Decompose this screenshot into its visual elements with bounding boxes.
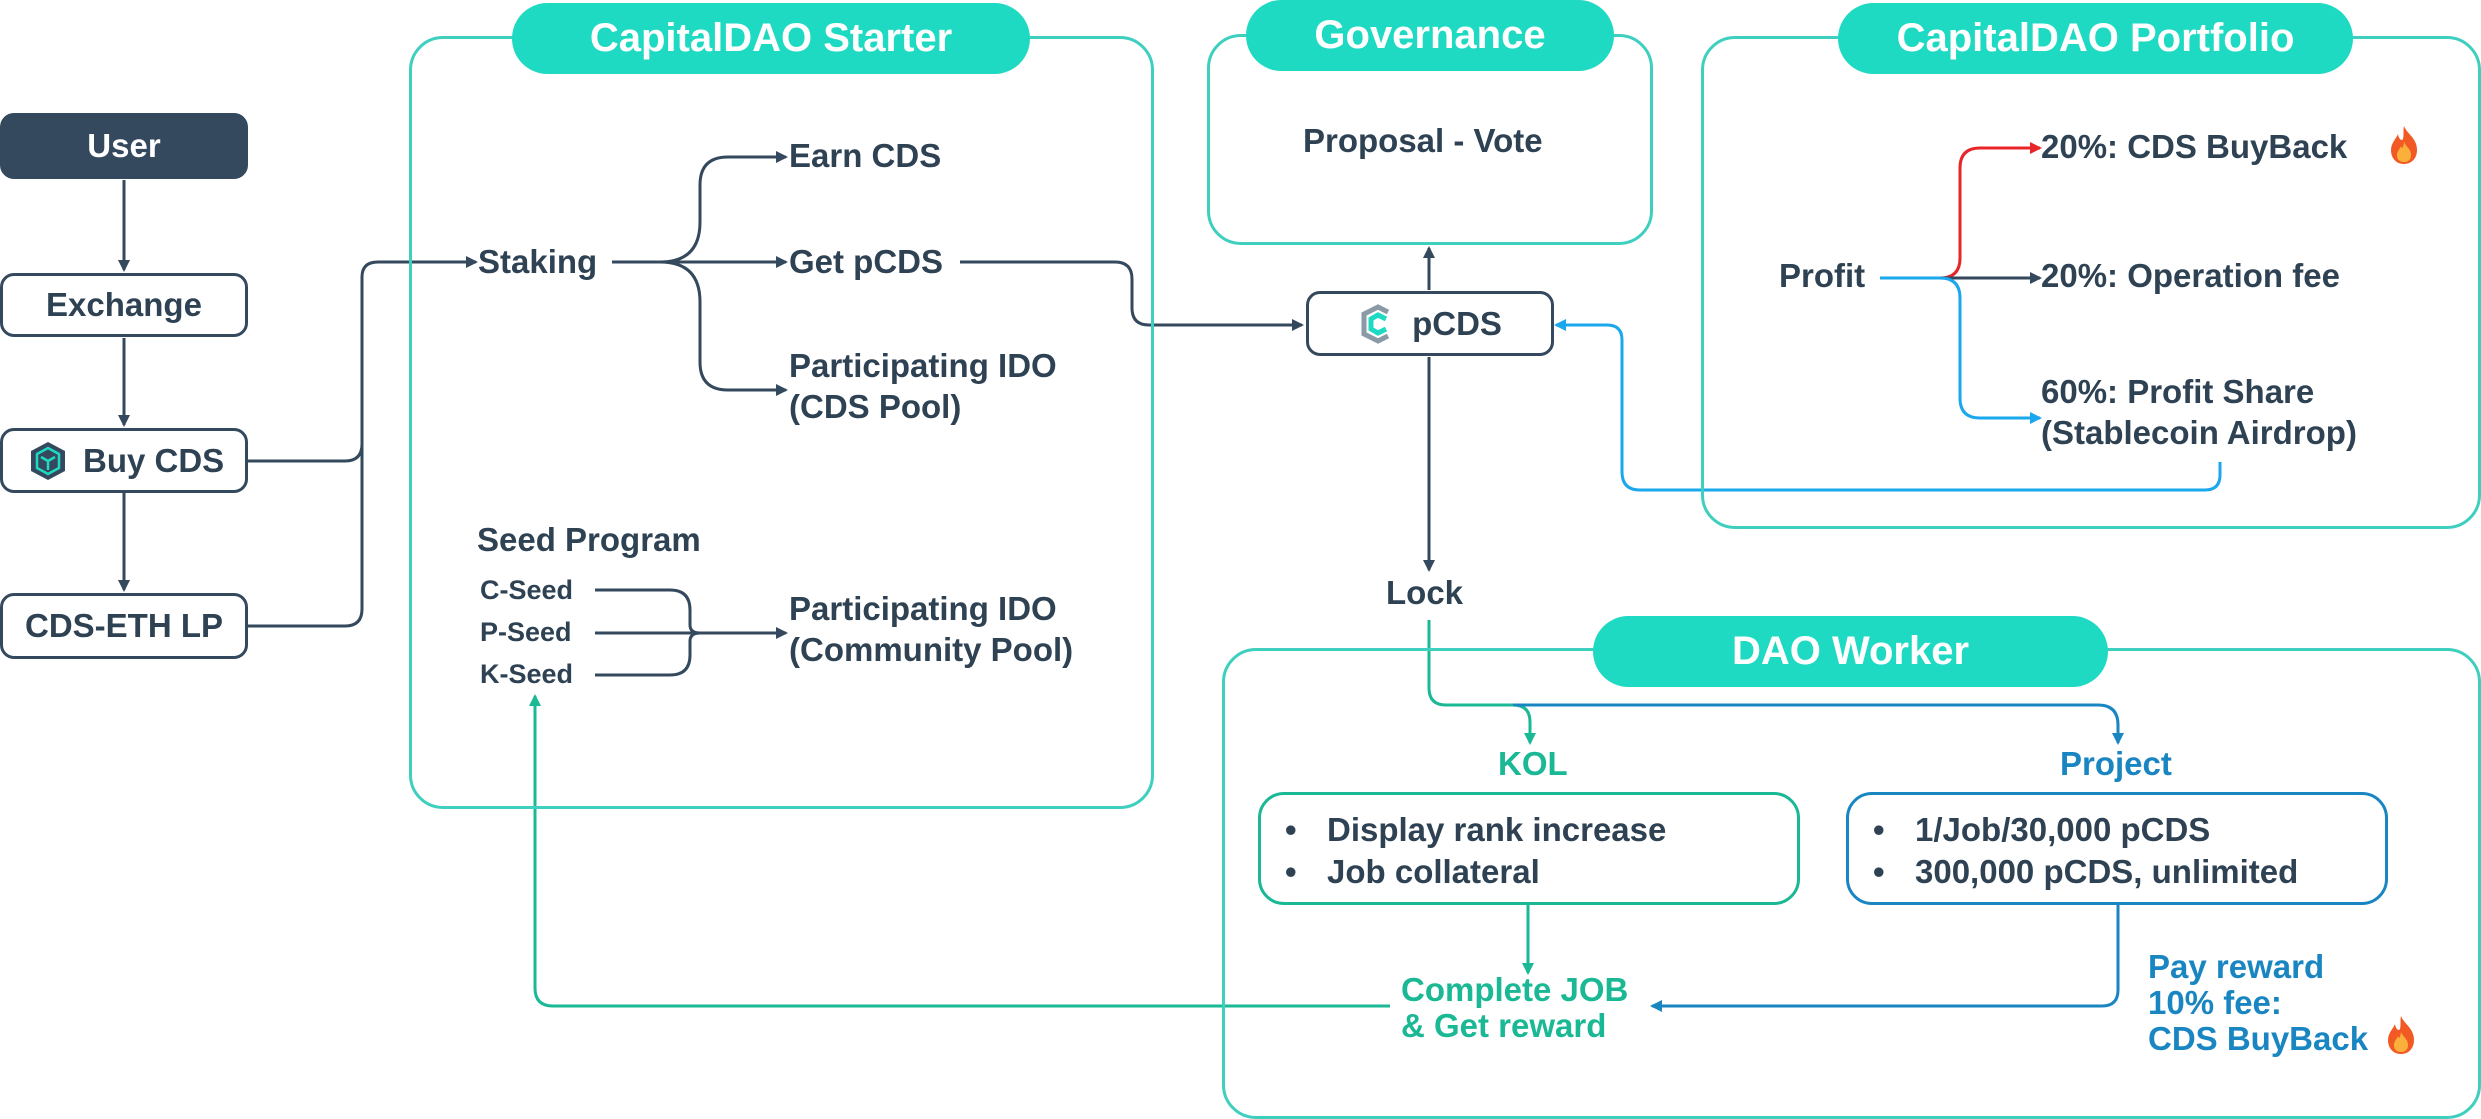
buyback-label: 20%: CDS BuyBack (2041, 128, 2348, 165)
list-item: •Display rank increase (1285, 811, 1667, 848)
arrow-lock-project (1513, 703, 2124, 745)
ido-cds-pool-line1: Participating IDO (789, 347, 1057, 384)
cube-icon (31, 441, 65, 480)
ido-community-line2: (Community Pool) (789, 631, 1074, 668)
arrow-profit-share (1880, 276, 2042, 424)
kol-card: •Display rank increase •Job collateral (1258, 792, 1800, 905)
line-kseed (595, 631, 701, 677)
line-lock-branch (1427, 620, 1513, 707)
project-label: Project (2060, 745, 2172, 782)
earn-cds-label: Earn CDS (789, 137, 942, 174)
project-card: •1/Job/30,000 pCDS •300,000 pCDS, unlimi… (1846, 792, 2388, 905)
starter-title: CapitalDAO Starter (512, 3, 1030, 74)
buy-cds-box: Buy CDS (0, 428, 248, 493)
p-seed-label: P-Seed (480, 617, 572, 647)
staking-label: Staking (478, 243, 598, 280)
complete-job-line2: & Get reward (1401, 1007, 1607, 1044)
arrow-complete-kseed (529, 694, 1390, 1008)
pcds-box: pCDS (1306, 291, 1554, 356)
profit-share-line1: 60%: Profit Share (2041, 373, 2315, 410)
fire-icon (2391, 126, 2417, 164)
portfolio-title: CapitalDAO Portfolio (1838, 3, 2353, 74)
fire-icon (2388, 1016, 2414, 1054)
starter-group (409, 36, 1154, 809)
kol-label: KOL (1498, 745, 1568, 782)
seed-program-label: Seed Program (477, 521, 701, 558)
capitaldao-logo-icon (1361, 303, 1390, 344)
arrow-buy-staking (248, 256, 478, 463)
complete-job-line1: Complete JOB (1401, 971, 1629, 1008)
profit-label: Profit (1779, 257, 1866, 294)
c-seed-label: C-Seed (480, 575, 574, 605)
arrow-getpcds-pcds (960, 260, 1304, 331)
user-box: User (0, 113, 248, 179)
arrow-staking-ido (659, 260, 788, 396)
pay-reward-line3: CDS BuyBack (2148, 1020, 2369, 1057)
list-item: •Job collateral (1285, 853, 1540, 890)
arrow-staking-earn (612, 151, 788, 264)
arrow-airdrop-pcds (1554, 319, 2222, 492)
pcds-label: pCDS (1412, 304, 1502, 342)
list-item: •1/Job/30,000 pCDS (1873, 811, 2211, 848)
exchange-box: Exchange (0, 273, 248, 337)
list-item: •300,000 pCDS, unlimited (1873, 853, 2299, 890)
get-pcds-label: Get pCDS (789, 243, 944, 280)
pay-reward-line1: Pay reward (2148, 948, 2325, 985)
pay-reward-line2: 10% fee: (2148, 984, 2282, 1021)
operation-fee-label: 20%: Operation fee (2041, 257, 2340, 294)
proposal-vote-label: Proposal - Vote (1303, 122, 1543, 159)
k-seed-label: K-Seed (480, 659, 574, 689)
governance-title: Governance (1246, 0, 1614, 71)
line-lp-staking (248, 444, 364, 628)
arrow-project-complete (1650, 905, 2120, 1012)
buy-cds-label: Buy CDS (83, 441, 225, 479)
lock-label: Lock (1386, 574, 1464, 611)
ido-community-line1: Participating IDO (789, 590, 1057, 627)
cds-eth-lp-box: CDS-ETH LP (0, 593, 248, 659)
profit-share-line2: (Stablecoin Airdrop) (2041, 414, 2357, 451)
dao-worker-title: DAO Worker (1593, 616, 2108, 687)
ido-cds-pool-line2: (CDS Pool) (789, 388, 962, 425)
